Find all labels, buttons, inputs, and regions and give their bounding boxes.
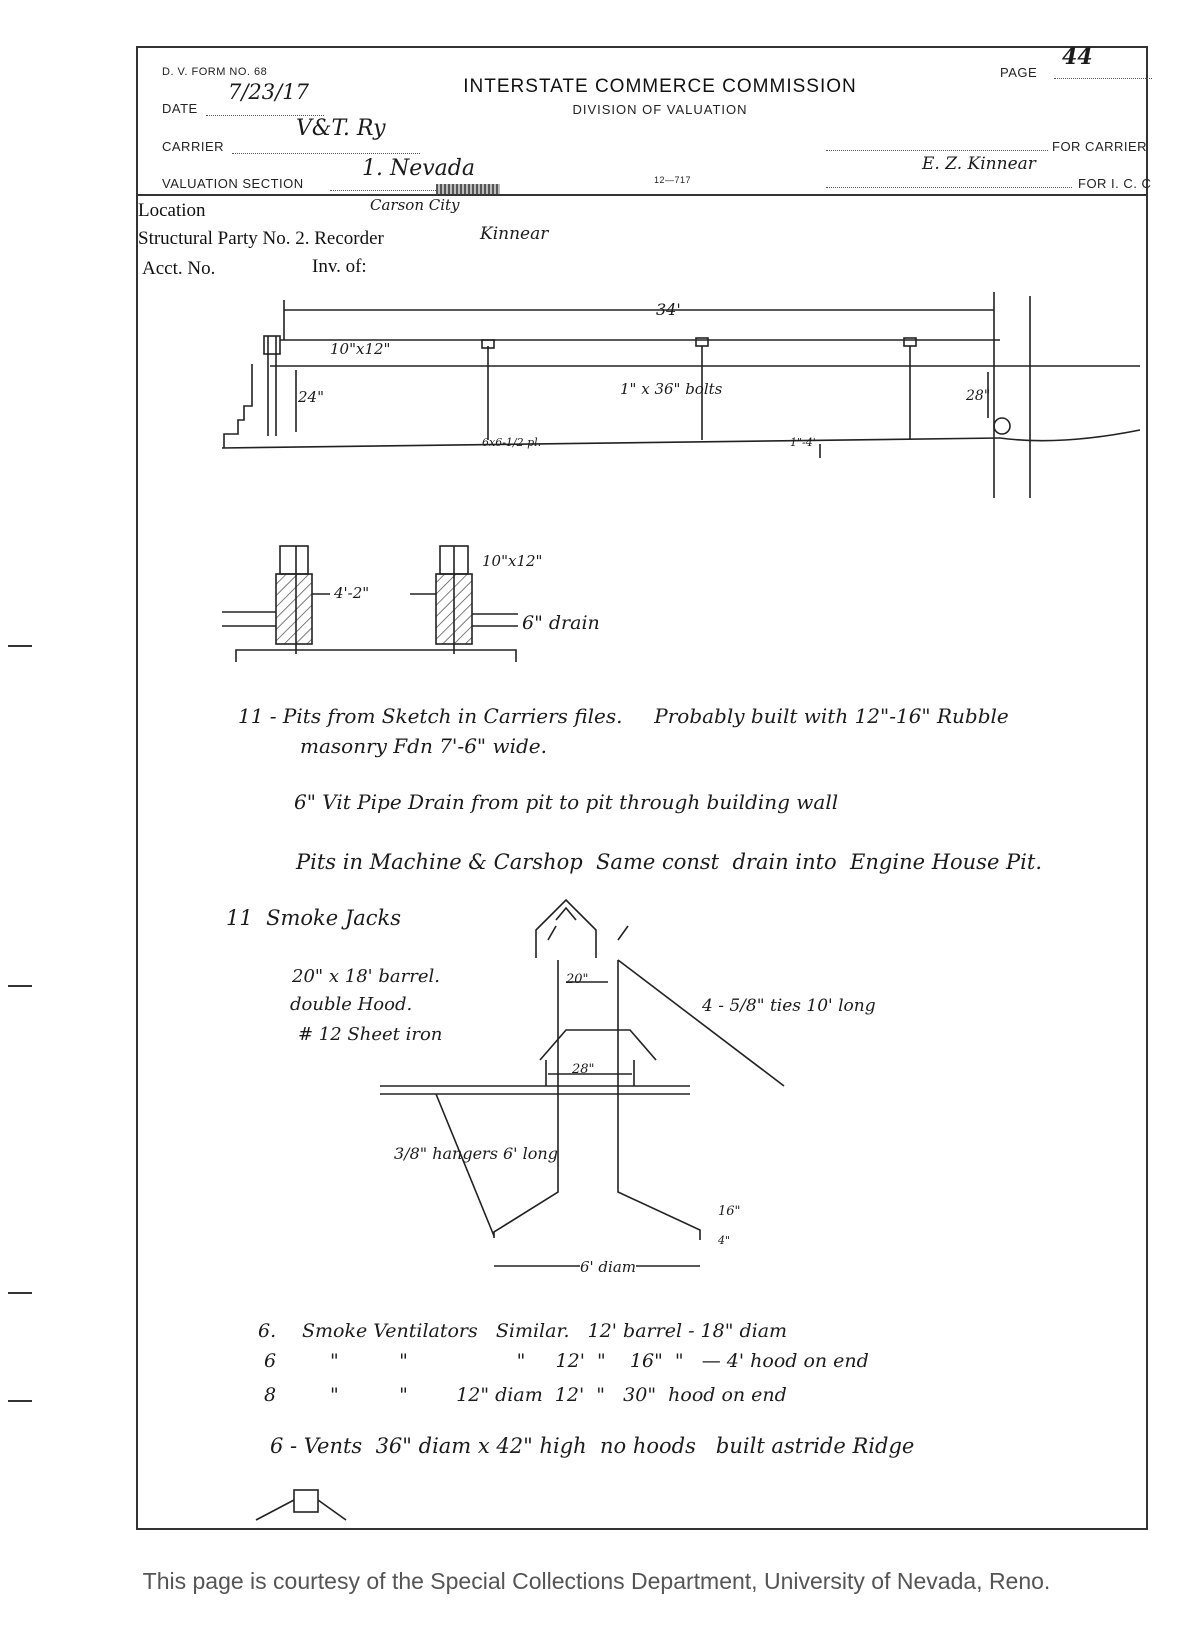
recorder-value: Kinnear — [480, 224, 549, 244]
date-label: DATE — [162, 101, 198, 116]
smoke-spec-3: # 12 Sheet iron — [298, 1024, 443, 1045]
valuation-line — [330, 190, 500, 191]
bottom-diameter: 6' diam — [580, 1258, 637, 1276]
span-dimension: 34' — [656, 300, 681, 319]
valuation-section-value: 1. Nevada — [362, 156, 475, 181]
inv-label: Inv. of: — [312, 256, 367, 277]
timber-size-2: 10"x12" — [482, 552, 543, 570]
page-label: PAGE — [1000, 65, 1038, 80]
margin-mark — [8, 1292, 32, 1294]
for-carrier-label: FOR CARRIER — [1052, 139, 1148, 154]
carrier-label: CARRIER — [162, 139, 225, 154]
location-label: Location — [138, 200, 206, 221]
icc-sign-line — [826, 187, 1072, 188]
plate-label: 6x6-1/2 pl. — [482, 436, 542, 449]
depth-right: 28" — [966, 388, 991, 404]
date-line — [206, 115, 324, 116]
vent-count-3: 8 — [264, 1384, 277, 1406]
timber-size-1: 10"x12" — [330, 340, 391, 358]
courtesy-footer: This page is courtesy of the Special Col… — [142, 1568, 1051, 1594]
bolts-label: 1" x 36" bolts — [620, 380, 723, 398]
page-line — [1054, 78, 1152, 79]
pit-width: 4'-2" — [334, 584, 370, 602]
form-number: D. V. FORM NO. 68 — [162, 66, 268, 78]
smoke-spec-2: double Hood. — [290, 994, 413, 1015]
pit-cross-section-sketch — [222, 545, 518, 662]
note-line-3: 6" Vit Pipe Drain from pit to pit throug… — [294, 790, 839, 814]
rim-small-label: 4" — [718, 1234, 731, 1247]
page-value: 44 — [1062, 44, 1093, 70]
smoke-spec-1: 20" x 18' barrel. — [292, 966, 440, 987]
hood-diameter: 28" — [572, 1062, 595, 1077]
margin-mark — [8, 985, 32, 987]
ties-label: 4 - 5/8" ties 10' long — [702, 996, 876, 1016]
valuation-section-label: VALUATION SECTION — [162, 176, 304, 191]
vent-line-4: 6 - Vents 36" diam x 42" high no hoods b… — [270, 1434, 915, 1458]
smoke-jack-sketch — [380, 898, 785, 1267]
carrier-sign-line — [826, 150, 1048, 151]
acct-label: Acct. No. — [142, 258, 216, 279]
drain-label: 6" drain — [522, 612, 600, 634]
for-icc-label: FOR I. C. C — [1078, 176, 1152, 191]
slope-label: 1"-4' — [790, 436, 816, 449]
header-rule — [136, 194, 1148, 196]
form-code: 12—717 — [654, 175, 692, 185]
barrel-diameter: 20" — [566, 972, 589, 987]
vent-sketch — [255, 1489, 347, 1521]
note-line-4: Pits in Machine & Carshop Same const dra… — [296, 850, 1043, 874]
location-value: Carson City — [370, 196, 460, 214]
smoke-jacks-heading: 11 Smoke Jacks — [226, 906, 402, 930]
date-value: 7/23/17 — [228, 80, 309, 104]
carrier-line — [232, 153, 420, 154]
vent-line-2: " " " 12' " 16" " — 4' hood on end — [330, 1350, 869, 1372]
carrier-value: V&T. Ry — [296, 116, 386, 141]
vent-line-1: Smoke Ventilators Similar. 12' barrel - … — [302, 1320, 788, 1342]
hangers-label: 3/8" hangers 6' long — [394, 1144, 558, 1163]
vent-count-1: 6. — [258, 1320, 277, 1342]
vent-count-2: 6 — [264, 1350, 277, 1372]
depth-left: 24" — [298, 388, 324, 406]
division-title: DIVISION OF VALUATION — [572, 102, 748, 117]
ink-smudge — [436, 184, 500, 194]
note-line-1: 11 - Pits from Sketch in Carriers files.… — [238, 704, 1009, 728]
form-border — [136, 46, 1148, 1530]
party-label: Structural Party No. 2. Recorder — [138, 228, 384, 249]
margin-mark — [8, 645, 32, 647]
rim-label: 16" — [718, 1204, 741, 1219]
icc-signature: E. Z. Kinnear — [922, 154, 1036, 174]
note-line-2: masonry Fdn 7'-6" wide. — [300, 734, 547, 758]
margin-mark — [8, 1400, 32, 1402]
pit-section-sketch — [221, 292, 1141, 498]
vent-line-3: " " 12" diam 12' " 30" hood on end — [330, 1384, 787, 1406]
agency-title: INTERSTATE COMMERCE COMMISSION — [463, 76, 857, 97]
